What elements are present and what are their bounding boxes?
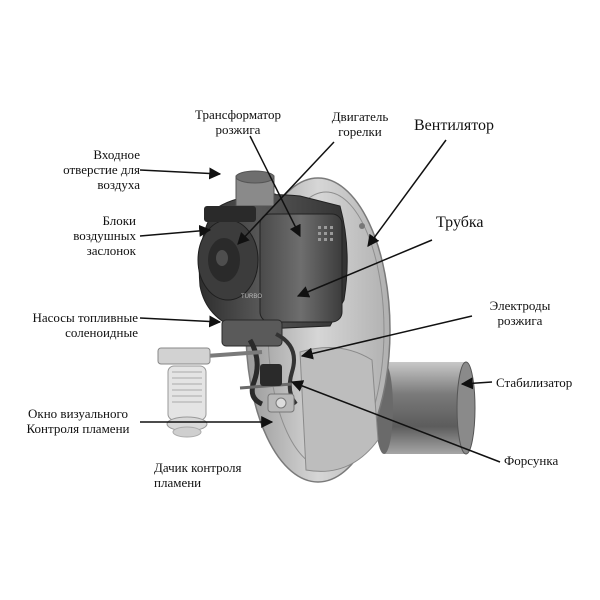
pointer-fan: [367, 139, 447, 247]
label-flame-window: Окно визуального Контроля пламени: [26, 406, 130, 436]
fuel-filter: [157, 347, 211, 438]
pointer-burner-motor: [237, 141, 335, 245]
flame-window-fitting: [267, 393, 295, 413]
pointer-lines: [139, 135, 501, 463]
label-transformer: Трансформатор розжига: [195, 107, 281, 137]
pointer-transformer: [249, 135, 301, 238]
label-fan: Вентилятор: [414, 117, 495, 134]
lower-housing: [299, 347, 379, 472]
label-air-dampers: Блоки воздушных заслонок: [73, 213, 136, 258]
label-burner-motor: Двигатель горелки: [331, 109, 389, 139]
turbo-marking: TURBO: [241, 294, 262, 300]
label-flame-sensor: Дачик контроля пламени: [154, 460, 242, 490]
fuel-pump-assembly: [205, 319, 298, 407]
pointer-stabilizer: [460, 377, 493, 390]
label-stabilizer: Стабилизатор: [496, 375, 573, 390]
pointer-nozzle: [290, 380, 501, 463]
label-air-inlet: Входное отверстие для воздуха: [63, 147, 140, 192]
stabilizer-cylinder: [375, 361, 476, 455]
label-ignition-electrodes: Электроды розжига: [489, 298, 551, 328]
pointer-air-inlet: [139, 167, 222, 180]
pointer-tube: [296, 239, 433, 298]
pointer-air-dampers: [139, 224, 212, 237]
label-tube: Трубка: [436, 214, 484, 231]
label-fuel-pumps: Насосы топливные соленоидные: [32, 310, 138, 340]
pointer-ignition-electrodes: [300, 315, 473, 360]
label-nozzle: Форсунка: [504, 453, 559, 468]
pointer-fuel-pumps: [139, 315, 222, 328]
